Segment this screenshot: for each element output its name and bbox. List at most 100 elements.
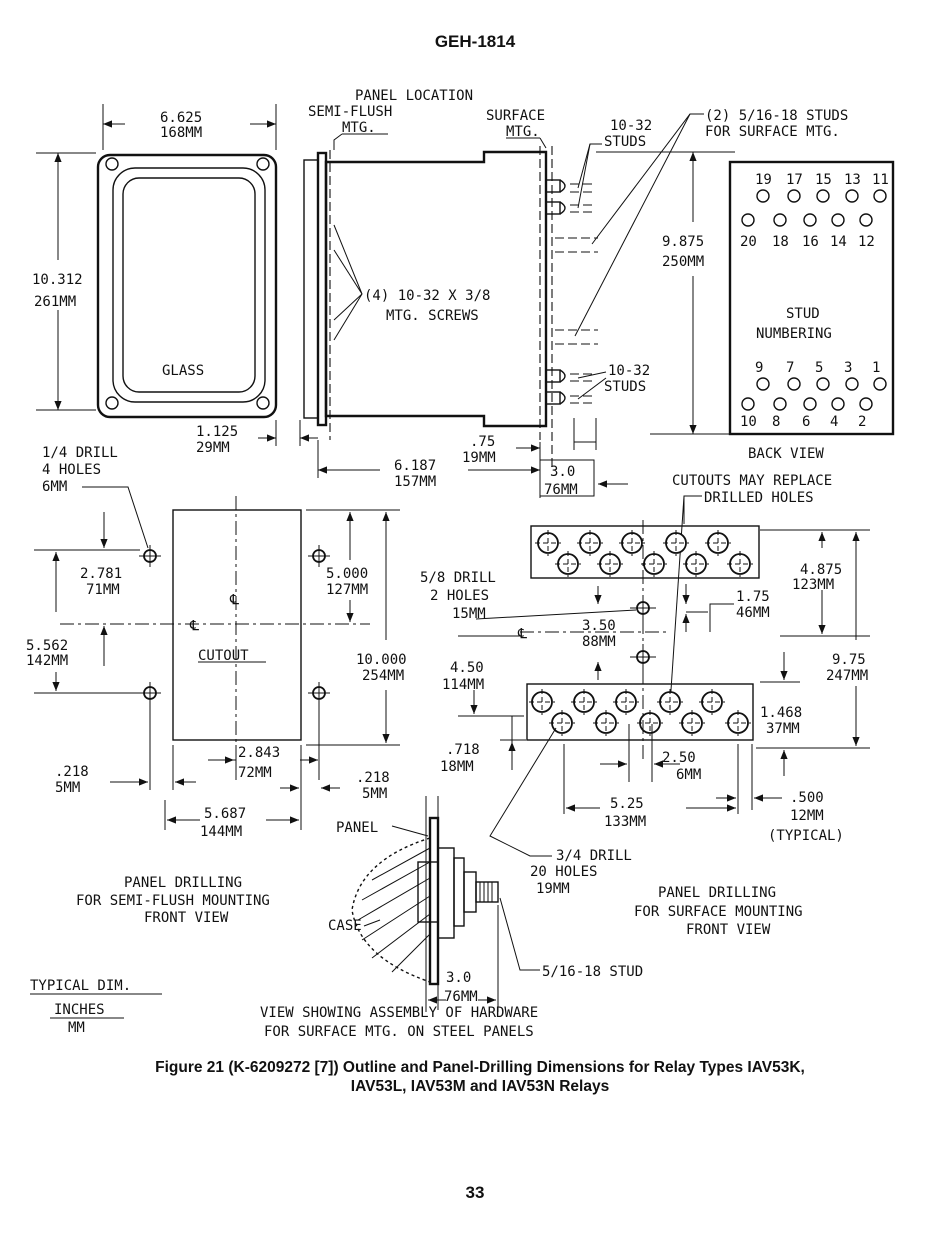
dim-218-left-mm: 5MM xyxy=(55,780,80,796)
legend-mm: MM xyxy=(68,1020,85,1036)
bottom-studs-label: 10-32 xyxy=(608,363,650,379)
stud-circle xyxy=(756,189,770,203)
surface-label: SURFACE xyxy=(486,108,545,124)
relay-cover-outline xyxy=(96,153,278,419)
surface-mtg-label: MTG. xyxy=(506,124,540,140)
stud-number: 12 xyxy=(858,234,875,250)
figure-caption: Figure 21 (K-6209272 [7]) Outline and Pa… xyxy=(60,1058,900,1096)
dim-2843-mm: 72MM xyxy=(238,765,272,781)
dim-450-inches: 4.50 xyxy=(450,660,484,676)
stud-number: 15 xyxy=(815,172,832,188)
stud-circle xyxy=(787,377,801,391)
dim-975-mm: 247MM xyxy=(826,668,868,684)
front-height-mm: 261MM xyxy=(34,294,76,310)
stud-number: 11 xyxy=(872,172,889,188)
hw-dim-30-mm: 76MM xyxy=(444,989,478,1005)
back-view-title: BACK VIEW xyxy=(748,446,824,462)
dim-4875-inches: 4.875 xyxy=(800,562,842,578)
hardware-title-1: VIEW SHOWING ASSEMBLY OF HARDWARE xyxy=(260,1005,538,1021)
side-view: PANEL LOCATION SEMI-FLUSH MTG. SURFACE M… xyxy=(303,88,848,498)
upper-stud-cutout xyxy=(530,525,760,579)
side-height-inches: 9.875 xyxy=(662,234,704,250)
dim-218-left-inches: .218 xyxy=(55,764,89,780)
stud-circle xyxy=(873,189,887,203)
stud-number: 5 xyxy=(815,360,823,376)
dim-5000-inches: 5.000 xyxy=(326,566,368,582)
dim-175-inches: 1.75 xyxy=(736,589,770,605)
dim-250-mm: 6MM xyxy=(676,767,701,783)
surface-drilling: CUTOUTS MAY REPLACE DRILLED HOLES ℄ 5/8 … xyxy=(420,473,870,938)
dim-4875-mm: 123MM xyxy=(792,577,834,593)
dim-5000-mm: 127MM xyxy=(326,582,368,598)
stud-number: 18 xyxy=(772,234,789,250)
semi-flush-title-1: PANEL DRILLING xyxy=(124,875,242,891)
stud-number: 10 xyxy=(740,414,757,430)
glass-window xyxy=(122,177,256,393)
hardware-assembly-view: 3.0 76MM PANEL CASE 5/16-18 STUD VIEW SH… xyxy=(260,796,643,1040)
dim-30-mm: 76MM xyxy=(544,482,578,498)
legend-title: TYPICAL DIM. xyxy=(30,978,131,994)
case-label: CASE xyxy=(328,918,362,934)
dim-250-inches: 2.50 xyxy=(662,750,696,766)
panel-label: PANEL xyxy=(336,820,378,836)
stud-circle xyxy=(741,213,755,227)
five-eighths-drill-label: 5/8 DRILL xyxy=(420,570,496,586)
dim-5562-inches: 5.562 xyxy=(26,638,68,654)
offset-inches: 1.125 xyxy=(196,424,238,440)
quarter-drill-holes: 4 HOLES xyxy=(42,462,101,478)
dim-5562-mm: 142MM xyxy=(26,653,68,669)
centerline-symbol-h: ℄ xyxy=(189,618,199,634)
back-view-outline xyxy=(728,160,895,436)
stud-number: 7 xyxy=(786,360,794,376)
dim-10000-mm: 254MM xyxy=(362,668,404,684)
semi-flush-title-3: FRONT VIEW xyxy=(144,910,229,926)
stud-circle xyxy=(803,213,817,227)
stud-number: 4 xyxy=(830,414,838,430)
stud-number: 14 xyxy=(830,234,847,250)
semi-flush-mtg-label: MTG. xyxy=(342,120,376,136)
dim-350-mm: 88MM xyxy=(582,634,616,650)
offset-mm: 29MM xyxy=(196,440,230,456)
dim-2843-inches: 2.843 xyxy=(238,745,280,761)
dim-975-inches: 9.75 xyxy=(832,652,866,668)
dim-75-mm: 19MM xyxy=(462,450,496,466)
cutouts-note-2: DRILLED HOLES xyxy=(704,490,814,506)
stud-number: 1 xyxy=(872,360,880,376)
stud-circle xyxy=(845,377,859,391)
dim-525-mm: 133MM xyxy=(604,814,646,830)
surface-studs-label-2: FOR SURFACE MTG. xyxy=(705,124,840,140)
stud-numbering-label-2: NUMBERING xyxy=(756,326,832,342)
five-eighths-drill-holes: 2 HOLES xyxy=(430,588,489,604)
three-quarter-drill-mm: 19MM xyxy=(536,881,570,897)
stud-circle xyxy=(787,189,801,203)
stud-numbering-label: STUD xyxy=(786,306,820,322)
semi-flush-drilling: ℄ ℄ CUTOUT 1/4 DRILL 4 HOLES 6MM 2.781 7… xyxy=(26,445,407,926)
side-height-mm: 250MM xyxy=(662,254,704,270)
bottom-studs-label-2: STUDS xyxy=(604,379,646,395)
cutout-outline xyxy=(172,509,302,741)
top-studs-label-2: STUDS xyxy=(604,134,646,150)
dim-350-inches: 3.50 xyxy=(582,618,616,634)
stud-circle xyxy=(803,397,817,411)
dim-218-right-mm: 5MM xyxy=(362,786,387,802)
stud-circle xyxy=(773,397,787,411)
three-quarter-drill-holes: 20 HOLES xyxy=(530,864,597,880)
stud-circle xyxy=(756,377,770,391)
top-studs-label: 10-32 xyxy=(610,118,652,134)
hardware-title-2: FOR SURFACE MTG. ON STEEL PANELS xyxy=(264,1024,534,1040)
dim-5687-inches: 5.687 xyxy=(204,806,246,822)
stud-number: 9 xyxy=(755,360,763,376)
surface-title-2: FOR SURFACE MOUNTING xyxy=(634,904,803,920)
stud-number: 2 xyxy=(858,414,866,430)
stud-circle xyxy=(831,397,845,411)
mtg-screws-label: (4) 10-32 X 3/8 xyxy=(364,288,490,304)
stud-number: 13 xyxy=(844,172,861,188)
surface-centerline-symbol: ℄ xyxy=(517,626,527,642)
quarter-drill-label: 1/4 DRILL xyxy=(42,445,118,461)
dim-30-inches: 3.0 xyxy=(550,464,575,480)
